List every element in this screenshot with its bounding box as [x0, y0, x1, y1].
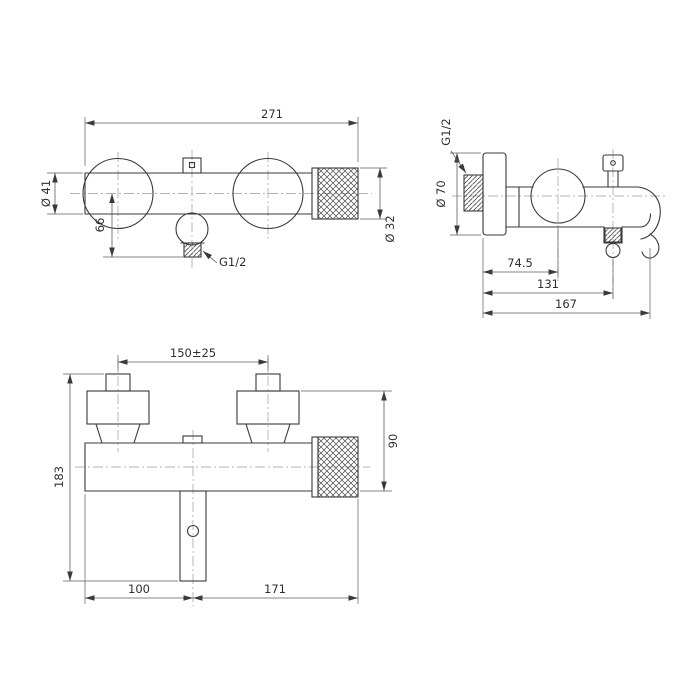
front-view-dimensions: 271 Ø 41 66 Ø 32 G1/2	[39, 107, 397, 269]
side-view-dimensions: G1/2 Ø 70 74.5 131 167	[434, 118, 651, 319]
handle-knob-side	[530, 168, 586, 224]
dim-lower-inlet-spacing: 150±25	[170, 346, 216, 360]
body-right-inner-line	[640, 213, 652, 228]
spout-tube	[179, 490, 207, 582]
dim-lower-body-length: 171	[264, 582, 286, 596]
dim-lower-body-height: 90	[386, 434, 400, 449]
dim-front-outlet-thread: G1/2	[219, 255, 246, 269]
dim-side-handle-depth: 74.5	[507, 256, 533, 270]
side-centerlines	[452, 149, 668, 299]
top-cap-screw	[188, 161, 196, 169]
right-flange-circle	[232, 157, 304, 230]
outlet-thread-leader	[202, 250, 218, 264]
dim-front-spout-drop: 66	[93, 218, 107, 233]
dim-side-inlet-thread: G1/2	[439, 118, 453, 145]
front-centerlines	[70, 150, 372, 270]
wall-flange	[482, 152, 507, 236]
diverter-cap	[602, 154, 624, 172]
left-flange-circle	[82, 157, 154, 230]
lower-view	[75, 358, 370, 606]
spout-set-screw	[186, 524, 200, 538]
side-extension-lines	[450, 152, 651, 319]
spout-stub-thread	[604, 227, 622, 243]
dim-lower-total-height: 183	[52, 466, 66, 488]
inlet-thread-nipple	[463, 174, 484, 212]
hose-hook	[641, 233, 660, 259]
lower-view-dimensions: 150±25 183 90 100 171	[52, 346, 400, 604]
dim-side-total-depth: 167	[555, 297, 577, 311]
dim-side-spout-depth: 131	[537, 277, 559, 291]
side-body-outline	[505, 186, 641, 228]
top-cap	[182, 157, 202, 174]
inlet-thread-leader	[450, 150, 467, 174]
front-extension-lines	[47, 117, 387, 258]
front-view	[70, 150, 372, 270]
outlet-thread	[183, 242, 202, 258]
diverter-stem	[607, 170, 619, 188]
body-top-boss	[182, 435, 203, 444]
dim-front-overall-width: 271	[261, 107, 283, 121]
body-right-end	[637, 186, 661, 240]
knurled-handle	[317, 167, 359, 220]
dim-lower-spout-offset: 100	[128, 582, 150, 596]
diverter-cap-dot	[610, 160, 616, 166]
dim-front-body-diameter: Ø 41	[39, 180, 53, 207]
dim-front-handle-diameter: Ø 32	[383, 215, 397, 242]
aerator	[605, 242, 621, 259]
lower-knurled-handle	[317, 436, 359, 498]
side-view	[452, 149, 668, 299]
dim-side-flange-diameter: Ø 70	[434, 180, 448, 207]
